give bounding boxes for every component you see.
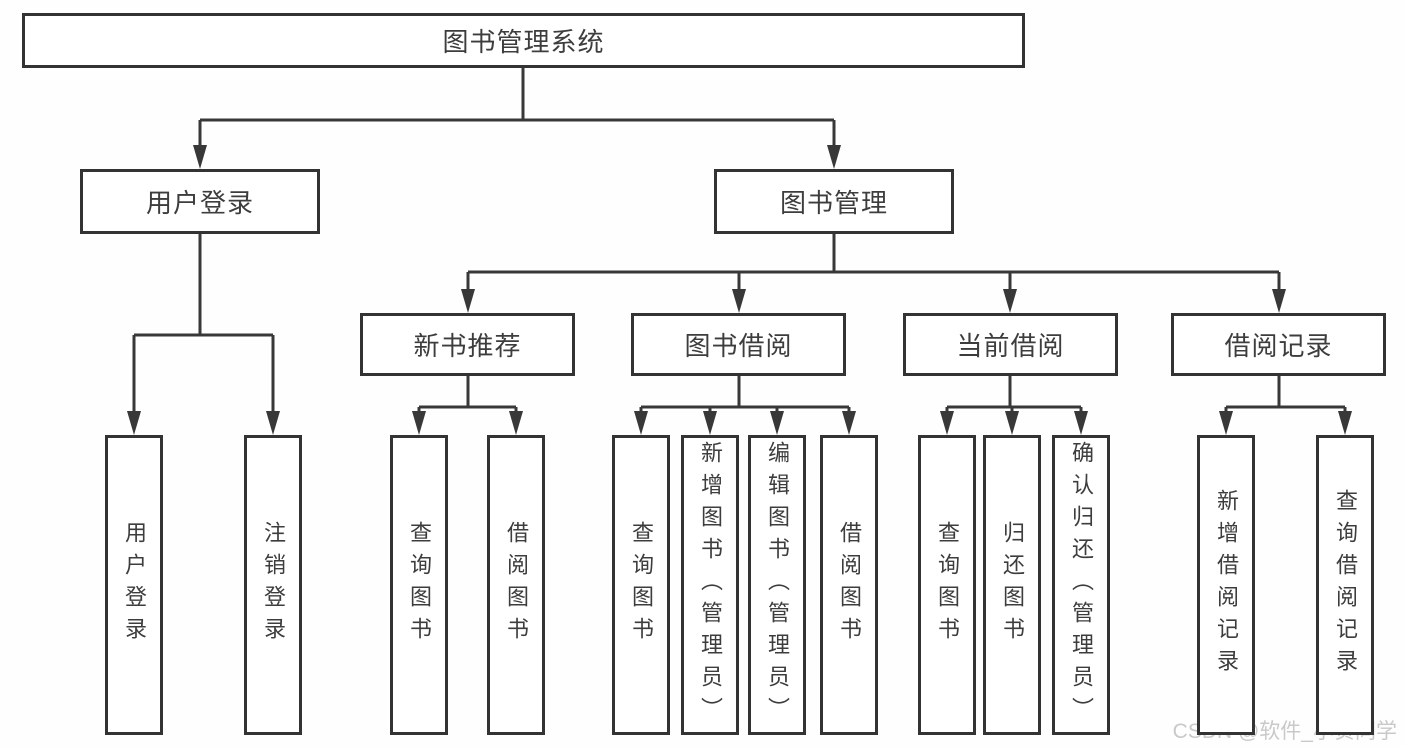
leaf-query-books-current: 查询图书	[918, 435, 976, 735]
node-label: 图书管理	[779, 188, 888, 218]
node-new-book-recommend: 新书推荐	[360, 313, 575, 376]
node-label: 新书推荐	[413, 331, 522, 361]
node-current-borrowing: 当前借阅	[903, 313, 1118, 376]
node-label: 借阅图书	[504, 521, 529, 649]
node-label: 用户登录	[122, 521, 147, 649]
leaf-confirm-return-admin: 确认归还（管理员）	[1052, 435, 1110, 735]
node-label: 归还图书	[1000, 521, 1025, 649]
node-root-system: 图书管理系统	[22, 13, 1025, 68]
node-label: 新增图书（管理员）	[698, 441, 723, 729]
node-label: 编辑图书（管理员）	[765, 441, 790, 729]
node-label: 确认归还（管理员）	[1069, 441, 1094, 729]
node-label: 查询图书	[407, 521, 432, 649]
node-label: 查询图书	[629, 521, 654, 649]
node-label: 图书借阅	[684, 331, 793, 361]
node-label: 当前借阅	[956, 331, 1065, 361]
leaf-query-books-borrowing: 查询图书	[612, 435, 670, 735]
node-label: 图书管理系统	[442, 27, 605, 57]
leaf-query-borrow-record: 查询借阅记录	[1316, 435, 1374, 735]
leaf-add-borrow-record: 新增借阅记录	[1197, 435, 1255, 735]
node-label: 新增借阅记录	[1214, 489, 1239, 681]
node-borrowing-records: 借阅记录	[1171, 313, 1386, 376]
arrowhead-icons	[127, 145, 1352, 435]
node-label: 查询借阅记录	[1333, 489, 1358, 681]
leaf-query-books-recommend: 查询图书	[390, 435, 448, 735]
leaf-return-books: 归还图书	[983, 435, 1041, 735]
node-book-management: 图书管理	[714, 169, 954, 234]
node-label: 借阅记录	[1224, 331, 1333, 361]
leaf-borrow-books-recommend: 借阅图书	[487, 435, 545, 735]
node-label: 用户登录	[145, 188, 254, 218]
node-label: 查询图书	[935, 521, 960, 649]
leaf-add-books-admin: 新增图书（管理员）	[681, 435, 739, 735]
node-book-borrowing: 图书借阅	[631, 313, 846, 376]
leaf-borrow-books: 借阅图书	[820, 435, 878, 735]
leaf-edit-books-admin: 编辑图书（管理员）	[748, 435, 806, 735]
leaf-logout: 注销登录	[244, 435, 302, 735]
node-label: 注销登录	[261, 521, 286, 649]
node-user-login: 用户登录	[80, 169, 320, 234]
leaf-user-login: 用户登录	[105, 435, 163, 735]
node-label: 借阅图书	[837, 521, 862, 649]
